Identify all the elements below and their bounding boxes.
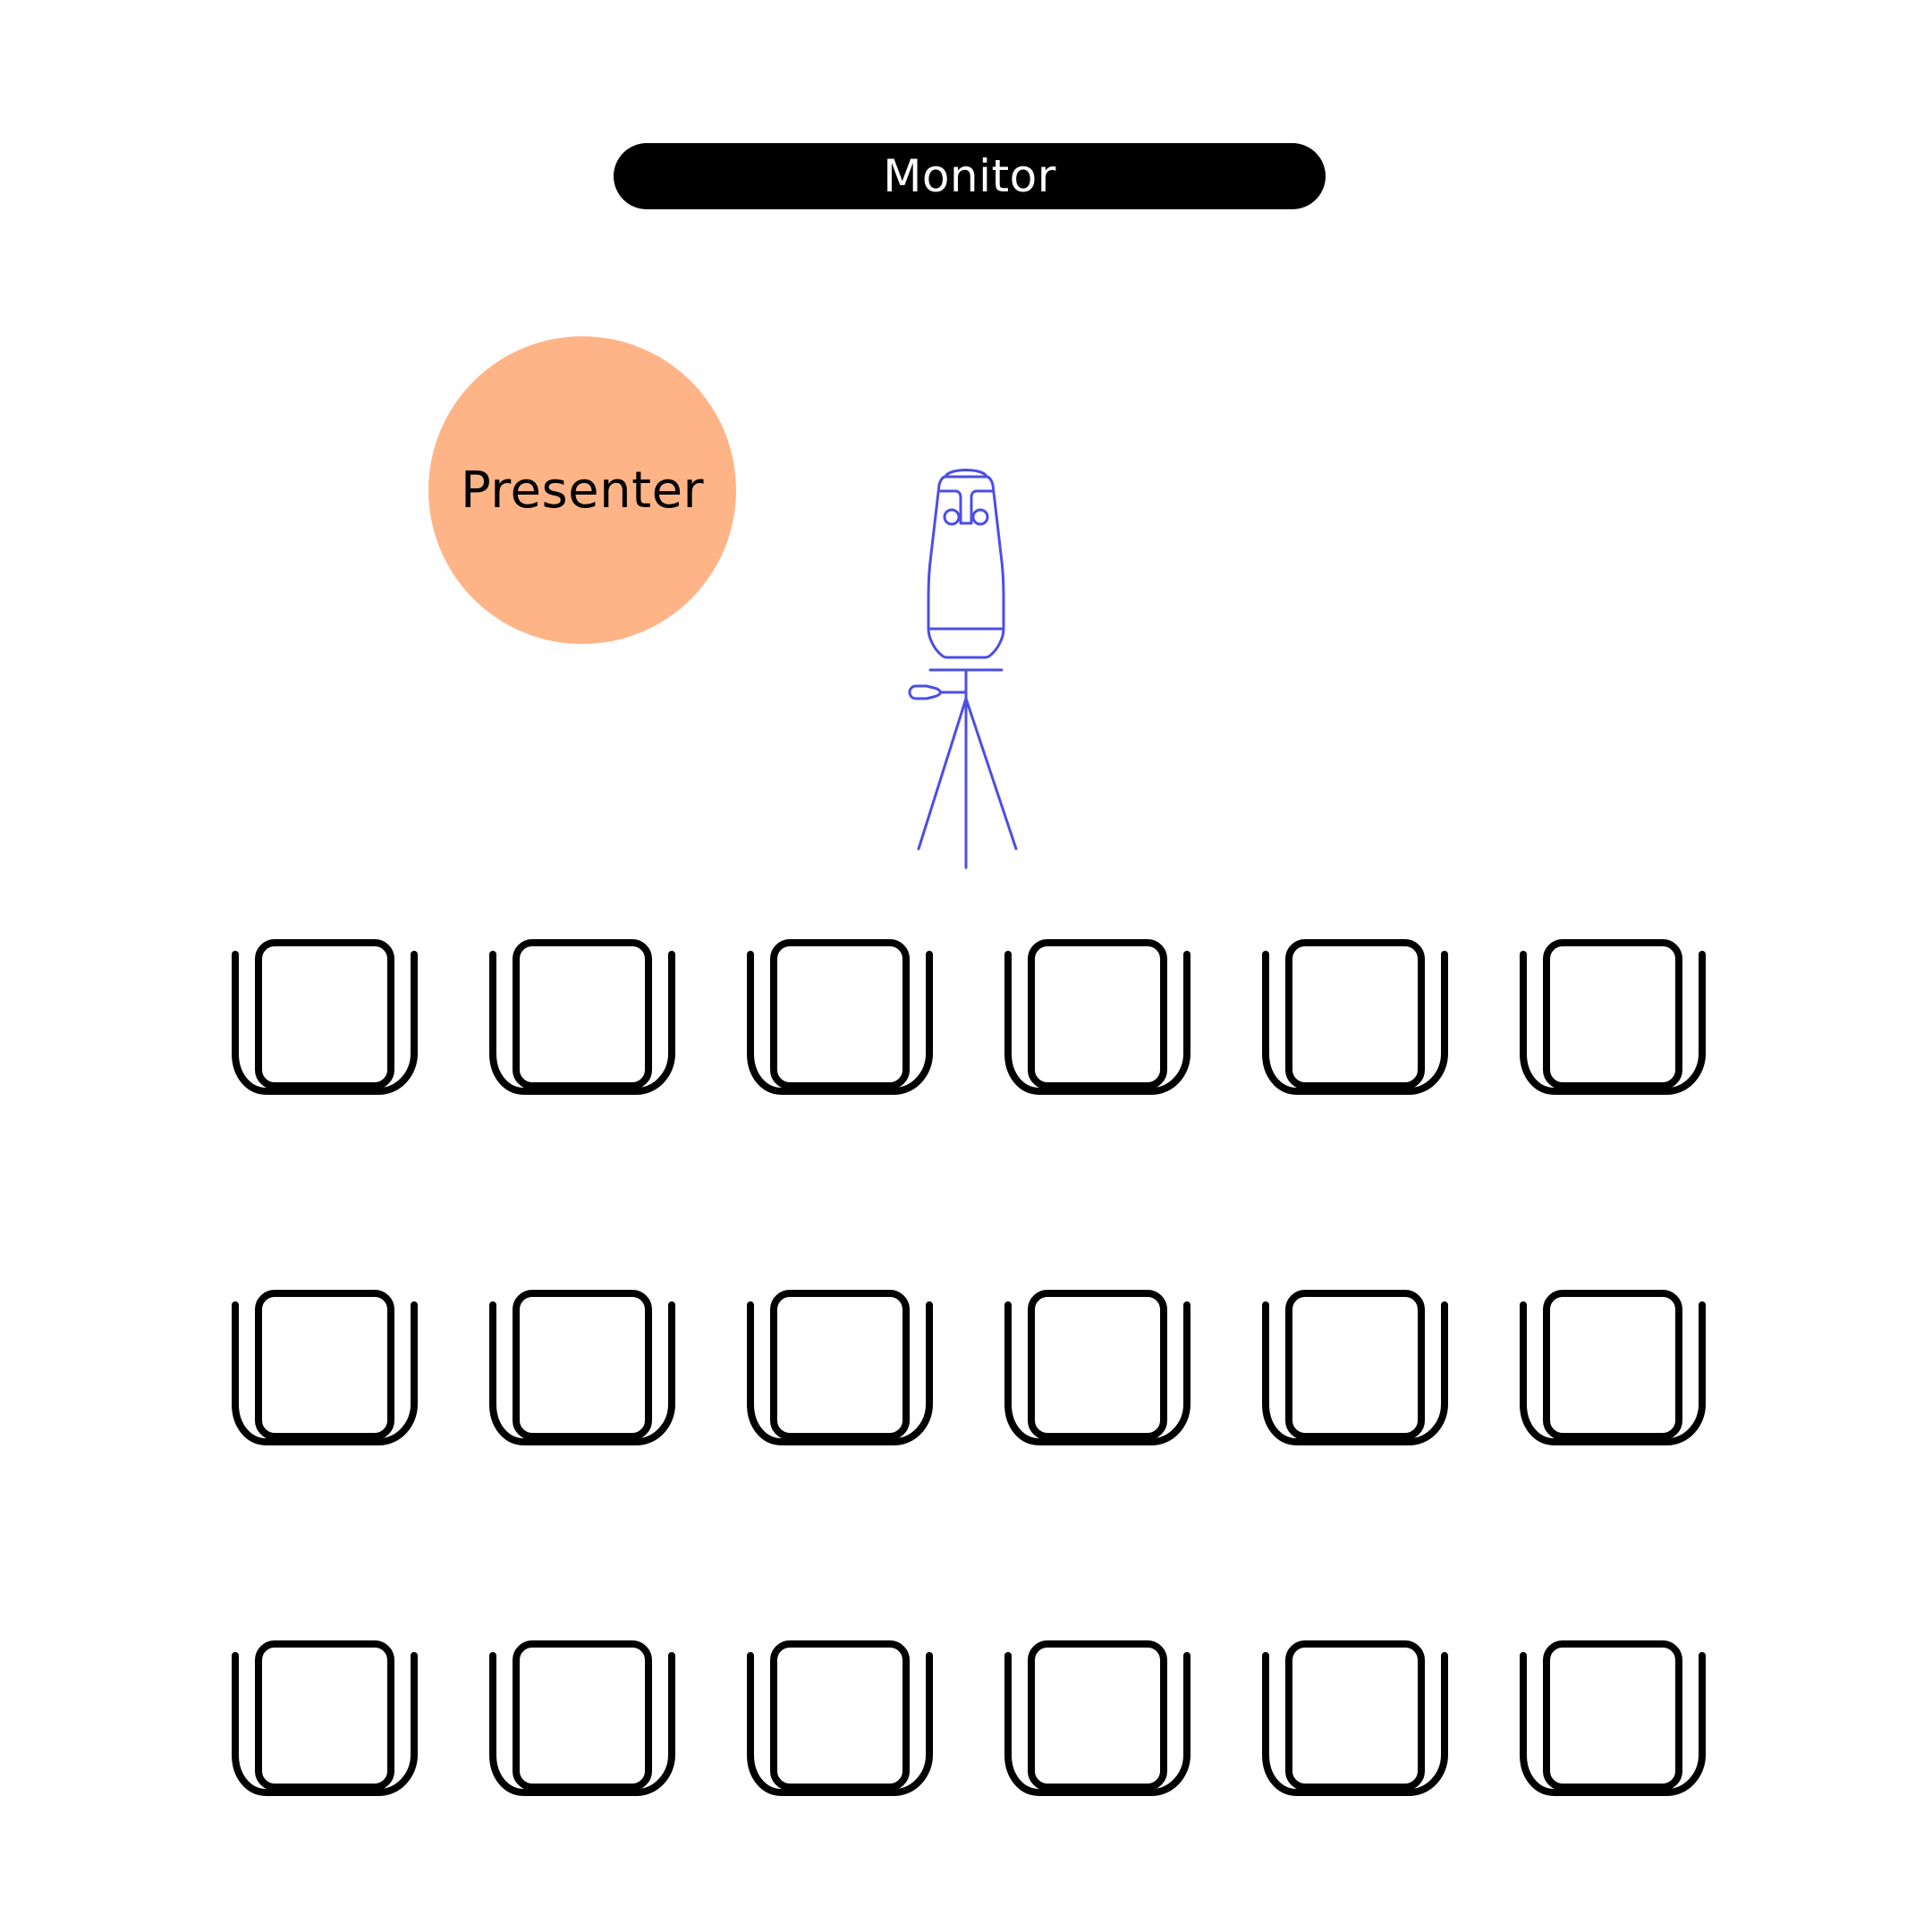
chair-icon — [232, 1640, 418, 1796]
chair-icon — [489, 1290, 675, 1445]
chair-icon — [747, 1640, 933, 1796]
chair-icon — [489, 939, 675, 1095]
chair-icon — [1520, 1640, 1706, 1796]
chair-icon — [747, 939, 933, 1095]
chair-icon — [1520, 939, 1706, 1095]
chair-icon — [1520, 1290, 1706, 1445]
chair-icon — [1262, 1640, 1448, 1796]
chair-icon — [232, 1290, 418, 1445]
chair-icon — [1004, 1290, 1191, 1445]
presenter-label: Presenter — [460, 461, 705, 520]
chair-icon — [747, 1290, 933, 1445]
presenter-circle: Presenter — [428, 336, 736, 644]
chair-icon — [1004, 1640, 1191, 1796]
chair-icon — [232, 939, 418, 1095]
conference-camera-on-tripod-icon — [908, 469, 1018, 869]
chair-icon — [489, 1640, 675, 1796]
chair-icon — [1262, 1290, 1448, 1445]
monitor-bar: Monitor — [614, 143, 1326, 209]
chair-icon — [1004, 939, 1191, 1095]
monitor-label: Monitor — [883, 150, 1056, 202]
chair-icon — [1262, 939, 1448, 1095]
